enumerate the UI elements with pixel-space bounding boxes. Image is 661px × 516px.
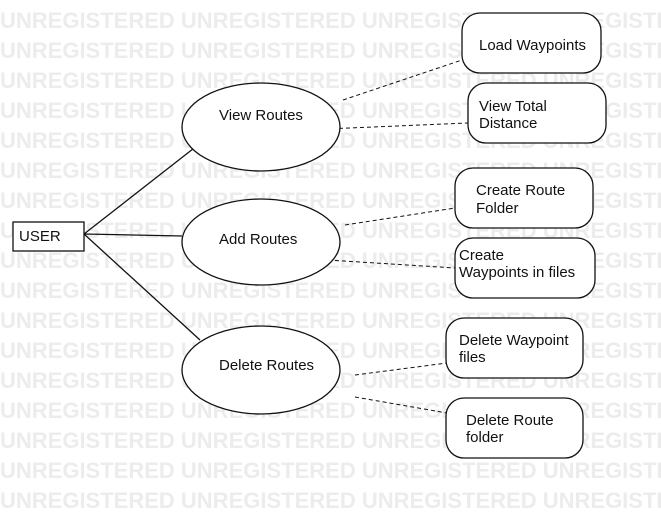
create-route-folder-line-1: Create Route [476, 182, 565, 199]
delete-route-folder-box [445, 397, 584, 459]
add-to-create-waypoints-dashed [327, 259, 456, 269]
delete-waypoint-files-line-1: Delete Waypoint [459, 332, 569, 349]
create-waypoints-box [454, 237, 596, 299]
actor-label: USER [19, 228, 61, 245]
view-total-distance-line-1: View Total [479, 98, 547, 115]
delete-waypoint-files-box [445, 317, 584, 379]
actor-user: USER [12, 221, 85, 252]
add-routes-ellipse [181, 198, 341, 286]
create-route-folder-line-2: Folder [476, 200, 519, 217]
actor-box [12, 221, 85, 252]
delete-to-route-folder-dashed [354, 396, 448, 414]
load-waypoints-line-1: Load Waypoints [479, 37, 586, 54]
feature-create-route-folder: Create Route Folder [454, 167, 594, 229]
feature-view-total-distance: View Total Distance [467, 82, 607, 144]
view-routes-ellipse [181, 82, 341, 172]
view-total-distance-line-2: Distance [479, 115, 537, 132]
feature-create-waypoints-in-files: Create Waypoints in files [454, 237, 596, 299]
create-waypoints-line-2: Waypoints in files [459, 264, 575, 281]
delete-routes-label: Delete Routes [219, 357, 314, 374]
connectors [83, 59, 469, 414]
view-routes-label: View Routes [219, 107, 303, 124]
feature-delete-waypoint-files: Delete Waypoint files [445, 317, 584, 379]
delete-waypoint-files-line-2: files [459, 349, 486, 366]
view-total-distance-box [467, 82, 607, 144]
delete-routes-ellipse [181, 325, 341, 415]
use-case-view-routes: View Routes [181, 82, 341, 172]
load-waypoints-box [461, 12, 602, 74]
use-case-delete-routes: Delete Routes [181, 325, 341, 415]
create-waypoints-line-1: Create [459, 247, 504, 264]
create-route-folder-box [454, 167, 594, 229]
add-to-create-folder-dashed [344, 207, 456, 226]
use-case-add-routes: Add Routes [181, 198, 341, 286]
view-to-total-distance-dashed [324, 122, 469, 130]
watermark-row: UNREGISTERED UNREGISTERED UNREGISTERED U… [0, 458, 661, 483]
delete-route-folder-line-1: Delete Route [466, 412, 554, 429]
add-routes-label: Add Routes [219, 231, 297, 248]
feature-load-waypoints: Load Waypoints [461, 12, 602, 74]
watermark-row: UNREGISTERED UNREGISTERED UNREGISTERED U… [0, 488, 661, 513]
feature-delete-route-folder: Delete Route folder [445, 397, 584, 459]
actor-to-add-routes-line [83, 233, 183, 237]
actor-to-view-routes-line [83, 144, 199, 235]
delete-to-waypoint-files-dashed [354, 362, 448, 376]
actor-to-delete-routes-line [83, 233, 201, 341]
delete-route-folder-line-2: folder [466, 429, 504, 446]
